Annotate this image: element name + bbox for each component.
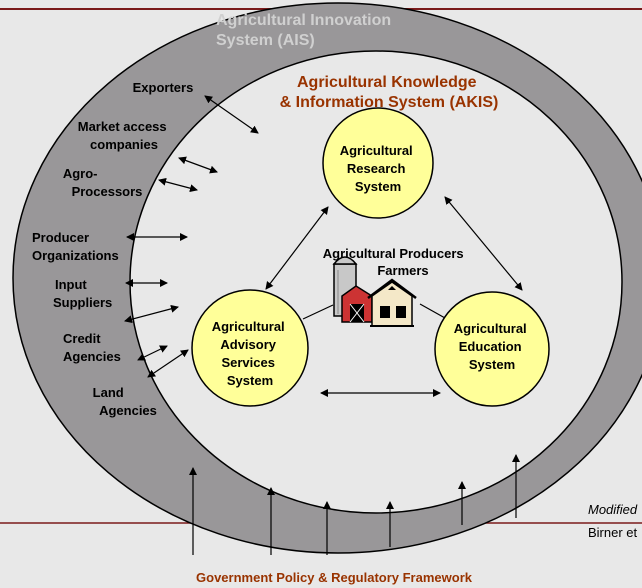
arrow-market-access (178, 156, 218, 174)
source-line-1: Modified (588, 502, 638, 517)
farm-link-advisory (302, 304, 334, 320)
actor-producer-orgs: Producer Organizations (32, 230, 119, 263)
node-advisory: Agricultural Advisory Services System (191, 289, 309, 407)
arrow-research-education (444, 196, 523, 291)
arrow-exporters (204, 95, 259, 134)
farm-buildings-icon (332, 256, 417, 327)
node-research: Agricultural Research System (322, 107, 434, 219)
arrow-agro (158, 177, 198, 193)
akis-title: Agricultural Knowledge & Information Sys… (280, 74, 499, 111)
policy-label: Government Policy & Regulatory Framework (196, 570, 473, 585)
producers-label: Agricultural Producers Farmers (323, 246, 468, 278)
source-line-2: Birner et (588, 525, 638, 540)
node-education: Agricultural Education System (434, 291, 550, 407)
arrow-land (147, 349, 189, 378)
ais-title: Agricultural Innovation System (AIS) (216, 12, 396, 49)
arrow-research-advisory (265, 206, 329, 290)
svg-text:Agricultural Education: Agricultural Education System (454, 321, 531, 372)
actor-agro-processors: Agro- Processors (63, 166, 143, 199)
actor-land-agencies: Land Agencies (93, 385, 157, 418)
svg-text:Agricultural Advisory: Agricultural Advisory Services System (212, 319, 289, 388)
actor-exporters: Exporters (133, 80, 194, 95)
actor-input-suppliers: Input Suppliers (53, 277, 112, 310)
farm-link-education (419, 303, 446, 319)
svg-text:Agricultural Research: Agricultural Research System (340, 143, 417, 194)
actor-market-access: Market access companies (78, 119, 171, 152)
arrow-suppliers (124, 304, 179, 324)
actor-credit-agencies: Credit Agencies (63, 331, 121, 364)
